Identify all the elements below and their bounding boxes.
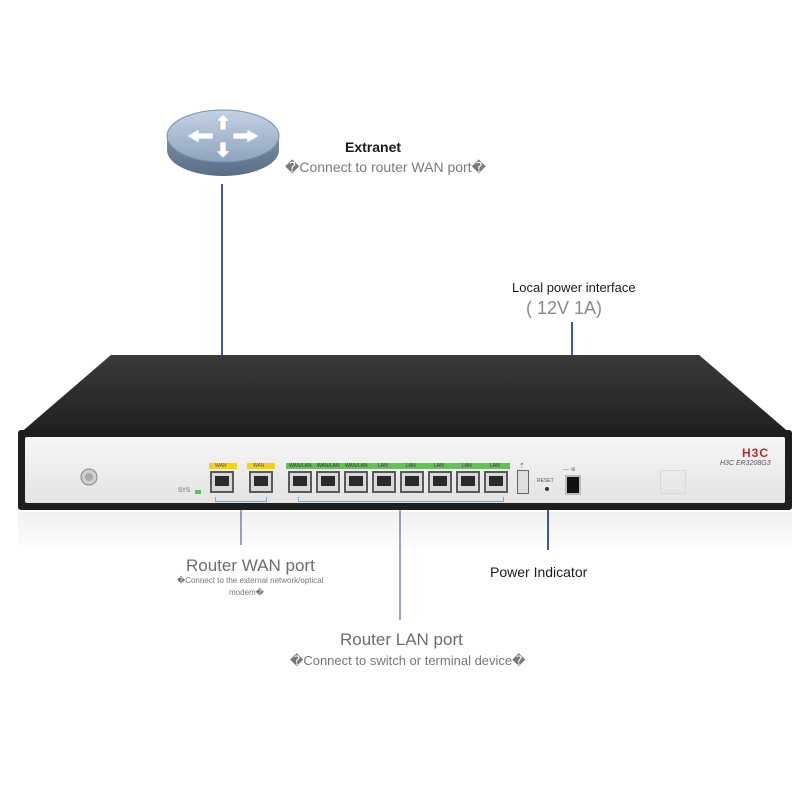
lan-port-5[interactable] — [400, 471, 424, 493]
wan-port-subtitle-line1: �Connect to the external network/optical — [177, 576, 324, 585]
extranet-callout-line — [221, 184, 223, 461]
reset-label: RESET — [537, 478, 554, 484]
power-indicator-callout-line — [547, 495, 549, 550]
lan-port-label: LAN — [434, 463, 444, 469]
lan-port-title: Router LAN port — [340, 630, 463, 649]
lan-port-8[interactable] — [484, 471, 508, 493]
power-jack[interactable] — [565, 475, 581, 495]
extranet-subtitle: �Connect to router WAN port� — [285, 159, 486, 175]
wan-port-tab — [209, 463, 237, 469]
lan-port-6[interactable] — [428, 471, 452, 493]
lan-port-label: WAN/LAN — [289, 463, 312, 469]
wan-port-title: Router WAN port — [186, 556, 315, 575]
extranet-title: Extranet — [345, 139, 402, 155]
wan-port-callout-line — [240, 505, 242, 545]
brand-logo: H3C — [742, 446, 770, 460]
wan-port-bracket — [215, 497, 267, 502]
model-label: H3C ER3208G3 — [720, 460, 771, 467]
sys-led — [195, 490, 201, 494]
lan-port-label: LAN — [462, 463, 472, 469]
network-router-icon — [165, 100, 281, 182]
lan-port-3[interactable] — [344, 471, 368, 493]
lan-port-7[interactable] — [456, 471, 480, 493]
lan-port-label: LAN — [490, 463, 500, 469]
wan-port-1[interactable] — [210, 471, 234, 493]
usb-port[interactable] — [517, 470, 529, 494]
reset-button[interactable] — [545, 487, 549, 491]
power-interface-title: Local power interface — [512, 280, 636, 295]
wan-port-label: WAN — [215, 463, 227, 469]
lan-port-label: LAN — [406, 463, 416, 469]
router-reflection — [18, 512, 792, 552]
panel-sticker — [660, 470, 686, 494]
lan-port-label: WAN/LAN — [317, 463, 340, 469]
lan-port-bracket — [298, 497, 504, 502]
lan-port-4[interactable] — [372, 471, 396, 493]
usb-icon: ⇡ — [519, 463, 525, 470]
wan-port-2[interactable] — [249, 471, 273, 493]
wan-port-label: WAN — [253, 463, 265, 469]
power-indicator-title: Power Indicator — [490, 564, 588, 580]
lan-port-2[interactable] — [316, 471, 340, 493]
lan-port-label: WAN/LAN — [345, 463, 368, 469]
lan-port-tab — [286, 463, 510, 469]
lan-port-callout-line — [399, 505, 401, 620]
wan-port-tab — [247, 463, 275, 469]
ground-screw-icon — [80, 468, 98, 491]
router-chassis-top — [18, 355, 792, 435]
sys-label: SYS — [178, 488, 191, 494]
wan-port-subtitle-line2: modem� — [229, 588, 264, 597]
lan-port-label: LAN — [378, 463, 388, 469]
power-jack-icon: — ⊕ — [563, 467, 576, 473]
lan-port-subtitle: �Connect to switch or terminal device� — [290, 653, 526, 668]
power-interface-spec: ( 12V 1A) — [526, 298, 603, 318]
lan-port-1[interactable] — [288, 471, 312, 493]
